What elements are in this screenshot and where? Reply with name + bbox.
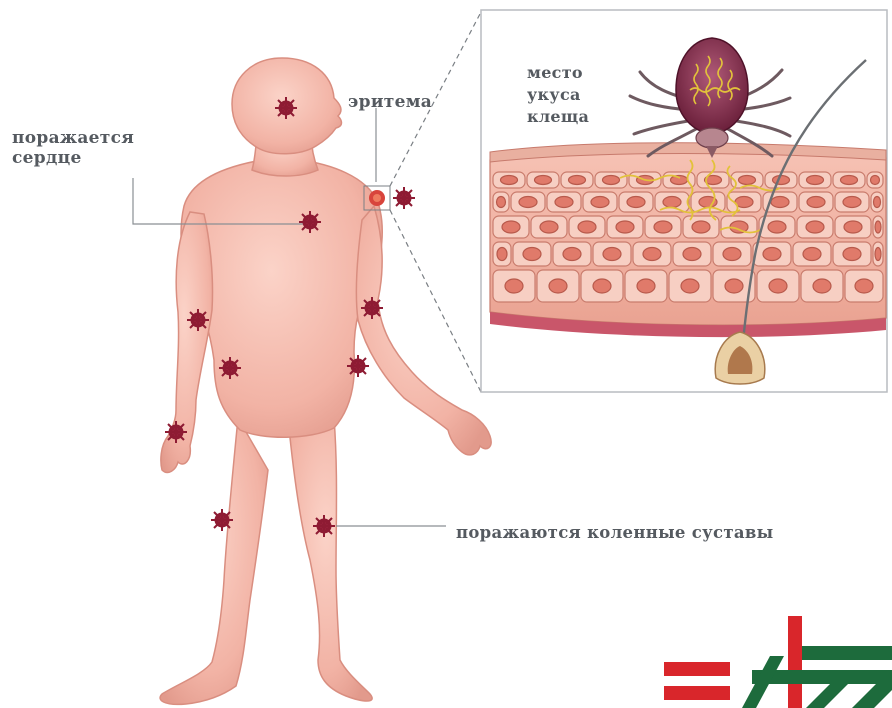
cell-nucleus bbox=[763, 248, 781, 261]
heart-label-line-2: сердце bbox=[12, 148, 134, 168]
cell-nucleus bbox=[768, 221, 786, 233]
cell-nucleus bbox=[739, 176, 756, 185]
cell-nucleus bbox=[807, 176, 824, 185]
cell-nucleus bbox=[875, 221, 881, 233]
cell-nucleus bbox=[555, 197, 573, 208]
cell-nucleus bbox=[549, 279, 567, 293]
cell-nucleus bbox=[593, 279, 611, 293]
right-leg bbox=[288, 418, 372, 701]
lesion-icon bbox=[313, 515, 335, 537]
lesion-icon bbox=[299, 211, 321, 233]
lesion-icon bbox=[211, 509, 233, 531]
cell-nucleus bbox=[855, 279, 873, 293]
cell-nucleus bbox=[769, 279, 787, 293]
human-body bbox=[160, 58, 491, 704]
cell-nucleus bbox=[535, 176, 552, 185]
lesion-icon bbox=[361, 297, 383, 319]
cell-nucleus bbox=[813, 279, 831, 293]
cell-nucleus bbox=[578, 221, 596, 233]
cell-nucleus bbox=[681, 279, 699, 293]
cell-nucleus bbox=[616, 221, 634, 233]
cell-nucleus bbox=[497, 248, 507, 261]
cell-nucleus bbox=[627, 197, 645, 208]
cell-nucleus bbox=[803, 248, 821, 261]
cell-nucleus bbox=[654, 221, 672, 233]
cell-nucleus bbox=[523, 248, 541, 261]
erythema-label: эритема bbox=[348, 92, 432, 112]
cell-nucleus bbox=[497, 197, 506, 208]
right-arm bbox=[356, 206, 491, 455]
cell-nucleus bbox=[692, 221, 710, 233]
cell-nucleus bbox=[871, 176, 880, 185]
bite-label-line-3: клеща bbox=[527, 106, 589, 128]
cell-nucleus bbox=[723, 248, 741, 261]
cell-nucleus bbox=[501, 176, 518, 185]
cell-nucleus bbox=[505, 279, 523, 293]
heart-label-line-1: поражается bbox=[12, 128, 134, 148]
cell-nucleus bbox=[874, 197, 881, 208]
lesion-icon bbox=[219, 357, 241, 379]
cell-nucleus bbox=[806, 221, 824, 233]
cell-nucleus bbox=[843, 248, 861, 261]
lesion-icon bbox=[187, 309, 209, 331]
cell-nucleus bbox=[637, 279, 655, 293]
cell-nucleus bbox=[844, 221, 862, 233]
cell-nucleus bbox=[519, 197, 537, 208]
heart-label: поражается сердце bbox=[12, 128, 134, 168]
cell-nucleus bbox=[683, 248, 701, 261]
cell-nucleus bbox=[569, 176, 586, 185]
cell-nucleus bbox=[540, 221, 558, 233]
cell-nucleus bbox=[875, 248, 881, 261]
cell-nucleus bbox=[725, 279, 743, 293]
lesion-icon bbox=[393, 187, 415, 209]
lesion-icon bbox=[347, 355, 369, 377]
cell-nucleus bbox=[663, 197, 681, 208]
logo-icon bbox=[664, 616, 892, 708]
cell-nucleus bbox=[591, 197, 609, 208]
cell-nucleus bbox=[773, 176, 790, 185]
lesion-icon bbox=[275, 97, 297, 119]
cell-nucleus bbox=[841, 176, 858, 185]
cell-nucleus bbox=[807, 197, 825, 208]
bite-label-line-1: место bbox=[527, 62, 589, 84]
cell-nucleus bbox=[502, 221, 520, 233]
cell-nucleus bbox=[603, 176, 620, 185]
knee-joints-label: поражаются коленные суставы bbox=[456, 523, 773, 543]
cell-nucleus bbox=[771, 197, 789, 208]
cell-nucleus bbox=[843, 197, 861, 208]
bite-site-label: место укуса клеща bbox=[527, 62, 589, 128]
cell-nucleus bbox=[563, 248, 581, 261]
cell-nucleus bbox=[603, 248, 621, 261]
cell-nucleus bbox=[643, 248, 661, 261]
lesion-icon bbox=[165, 421, 187, 443]
bite-label-line-2: укуса bbox=[527, 84, 589, 106]
